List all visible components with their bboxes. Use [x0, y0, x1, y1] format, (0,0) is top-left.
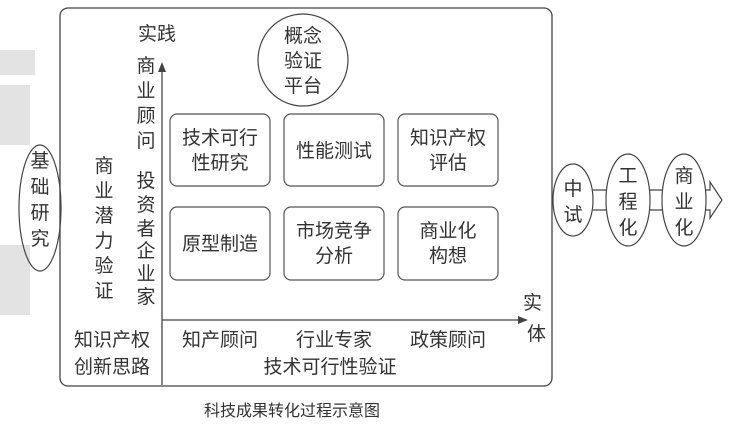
caption: 科技成果转化过程示意图 — [204, 401, 380, 420]
svg-text:知产顾问: 知产顾问 — [182, 329, 258, 351]
bottom-labels: 知识产权 创新思路 知产顾问 行业专家 政策顾问 技术可行性验证 — [74, 329, 486, 378]
svg-text:商业化: 商业化 — [419, 220, 476, 242]
svg-text:平台: 平台 — [284, 75, 322, 97]
svg-text:构想: 构想 — [429, 245, 467, 267]
svg-text:技术可行: 技术可行 — [182, 127, 258, 149]
svg-text:业: 业 — [674, 191, 693, 213]
x-axis-label-1: 实 — [523, 292, 542, 314]
svg-text:原型制造: 原型制造 — [182, 233, 258, 255]
box-market — [283, 206, 385, 281]
svg-text:概念: 概念 — [284, 24, 322, 47]
main-frame — [59, 7, 553, 387]
y-axis-arrow — [158, 62, 166, 72]
svg-text:商: 商 — [674, 165, 693, 187]
box-labels: 技术可行 性研究 性能测试 知识产权 评估 原型制造 市场竞争 分析 商业化 构… — [182, 127, 486, 267]
y-axis-label: 实践 — [138, 23, 176, 45]
svg-text:分析: 分析 — [315, 245, 353, 267]
svg-text:者: 者 — [136, 218, 155, 240]
svg-text:性研究: 性研究 — [191, 152, 248, 174]
svg-text:化: 化 — [674, 217, 693, 239]
svg-text:化: 化 — [618, 217, 637, 239]
svg-text:力: 力 — [94, 230, 113, 252]
svg-text:评估: 评估 — [429, 152, 467, 174]
stage-labels: 中 试 工 程 化 商 业 化 — [563, 165, 693, 239]
stage-commercialization — [661, 153, 707, 247]
svg-text:究: 究 — [30, 228, 49, 250]
stage-pilot — [552, 163, 594, 237]
svg-text:业: 业 — [94, 180, 113, 202]
box-prototype — [169, 206, 271, 281]
svg-text:验证: 验证 — [284, 50, 322, 72]
svg-text:投: 投 — [136, 170, 155, 192]
box-commercial-concept — [397, 206, 499, 281]
concept-platform-circle — [257, 13, 349, 107]
svg-text:研: 研 — [30, 202, 49, 224]
stage-flow — [552, 153, 723, 247]
svg-text:行业专家: 行业专家 — [296, 329, 372, 351]
box-performance — [283, 113, 385, 187]
svg-text:业: 业 — [136, 80, 155, 102]
svg-text:工: 工 — [618, 165, 637, 187]
x-axis-label-2: 体 — [527, 323, 546, 345]
stage-engineering — [605, 153, 651, 247]
svg-text:商: 商 — [136, 55, 155, 77]
svg-text:知识产权: 知识产权 — [74, 329, 150, 351]
concept-platform-label: 概念 验证 平台 — [284, 24, 322, 97]
box-ip-evaluation — [397, 113, 499, 187]
svg-text:程: 程 — [618, 191, 637, 213]
commercial-potential-column: 商 业 潜 力 验 证 — [94, 155, 113, 302]
x-axis-arrow — [518, 316, 528, 324]
svg-text:家: 家 — [136, 286, 155, 308]
svg-text:问: 问 — [136, 130, 155, 152]
svg-text:证: 证 — [94, 280, 113, 302]
svg-text:业: 业 — [136, 263, 155, 285]
watermark — [0, 50, 35, 315]
svg-text:基: 基 — [30, 150, 49, 172]
basic-research-ellipse — [18, 144, 62, 272]
svg-text:技术可行性验证: 技术可行性验证 — [263, 356, 396, 378]
roles-column: 商 业 顾 问 投 资 者 企 业 家 — [136, 55, 155, 308]
svg-text:性能测试: 性能测试 — [296, 140, 372, 162]
svg-text:顾: 顾 — [136, 105, 155, 127]
svg-text:中: 中 — [563, 178, 582, 200]
svg-text:资: 资 — [136, 194, 155, 216]
box-feasibility — [169, 113, 271, 187]
svg-text:试: 试 — [563, 204, 582, 226]
svg-text:企: 企 — [136, 240, 155, 262]
svg-text:知识产权: 知识产权 — [410, 127, 486, 149]
svg-text:潜: 潜 — [94, 205, 113, 227]
basic-research-label: 基 础 研 究 — [30, 150, 49, 250]
activity-boxes — [169, 113, 499, 281]
svg-text:验: 验 — [94, 255, 113, 277]
svg-text:市场竞争: 市场竞争 — [296, 220, 372, 242]
svg-text:创新思路: 创新思路 — [74, 356, 150, 378]
svg-text:政策顾问: 政策顾问 — [410, 329, 486, 351]
svg-text:础: 础 — [30, 176, 49, 198]
svg-text:商: 商 — [94, 155, 113, 177]
